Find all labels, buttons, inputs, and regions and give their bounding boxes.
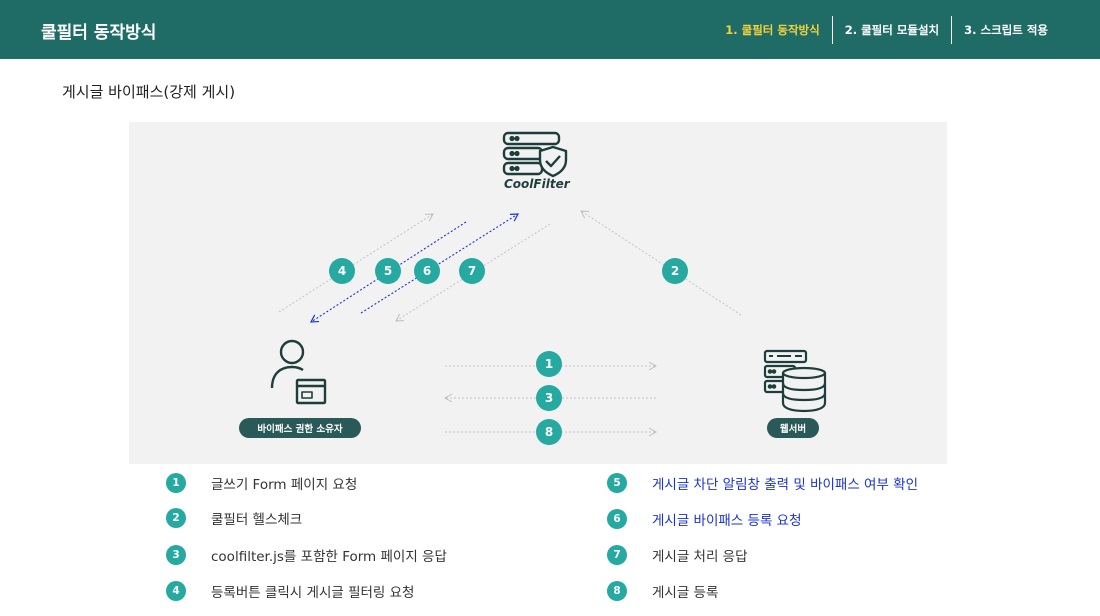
- legend-text: 등록버튼 클릭시 게시글 필터링 요청: [211, 585, 415, 601]
- coolfilter-server-icon: [502, 131, 568, 178]
- legend-item-2: 2 쿨필터 헬스체크: [166, 507, 302, 529]
- legend-text: 게시글 차단 알림창 출력 및 바이패스 여부 확인: [652, 477, 919, 493]
- header-nav: 1. 쿨필터 동작방식 2. 쿨필터 모듈설치 3. 스크립트 적용: [713, 14, 1060, 46]
- legend-item-7: 7 게시글 처리 응답: [607, 544, 748, 566]
- legend-badge: 3: [166, 545, 186, 565]
- step-badge-4: 4: [329, 258, 355, 284]
- arrow-4: [278, 213, 434, 313]
- step-badge-1: 1: [536, 351, 562, 377]
- legend-badge: 2: [166, 508, 186, 528]
- header-bar: 쿨필터 동작방식 1. 쿨필터 동작방식 2. 쿨필터 모듈설치 3. 스크립트…: [0, 0, 1100, 59]
- nav-item-module-install[interactable]: 2. 쿨필터 모듈설치: [844, 23, 940, 37]
- arrow-2: [580, 210, 742, 316]
- step-badge-5: 5: [375, 258, 401, 284]
- legend-item-4: 4 등록버튼 클릭시 게시글 필터링 요청: [166, 580, 414, 602]
- legend-badge: 8: [607, 581, 627, 601]
- legend-text: 게시글 처리 응답: [652, 549, 748, 565]
- legend-text: coolfilter.js를 포함한 Form 페이지 응답: [211, 549, 447, 565]
- step-badge-8: 8: [536, 419, 562, 445]
- section-title: 게시글 바이패스(강제 게시): [62, 83, 236, 101]
- legend-text: 게시글 등록: [652, 585, 719, 601]
- arrow-6: [360, 213, 520, 314]
- step-badge-7: 7: [459, 258, 485, 284]
- legend-badge: 5: [607, 473, 627, 493]
- nav-item-operation[interactable]: 1. 쿨필터 동작방식: [725, 23, 820, 37]
- step-badge-3: 3: [536, 385, 562, 411]
- nav-separator: [831, 16, 833, 44]
- flow-diagram: CoolFilter 4 5 6 7 2 1 3 8 바이패스 권한 소유자 웹…: [129, 122, 947, 464]
- legend-badge: 4: [166, 581, 186, 601]
- legend-item-3: 3 coolfilter.js를 포함한 Form 페이지 응답: [166, 544, 447, 566]
- legend-item-1: 1 글쓰기 Form 페이지 요청: [166, 472, 357, 494]
- webserver-icon: [763, 349, 827, 413]
- user-icon: [270, 339, 327, 405]
- coolfilter-logo-text: CoolFilter: [504, 177, 570, 191]
- legend-item-8: 8 게시글 등록: [607, 580, 718, 602]
- step-badge-2: 2: [662, 258, 688, 284]
- nav-separator: [951, 16, 953, 44]
- legend-badge: 7: [607, 545, 627, 565]
- header-title: 쿨필터 동작방식: [41, 23, 157, 43]
- diagram-graphics: [270, 131, 827, 437]
- step-badge-6: 6: [414, 258, 440, 284]
- legend-badge: 6: [607, 509, 627, 529]
- user-role-label: 바이패스 권한 소유자: [239, 418, 361, 438]
- legend-badge: 1: [166, 473, 186, 493]
- legend-text: 글쓰기 Form 페이지 요청: [211, 477, 358, 493]
- legend-text: 쿨필터 헬스체크: [211, 512, 303, 528]
- legend-item-6: 6 게시글 바이패스 등록 요청: [607, 508, 802, 530]
- webserver-label: 웹서버: [767, 418, 819, 438]
- nav-item-script-apply[interactable]: 3. 스크립트 적용: [964, 23, 1048, 37]
- legend-text: 게시글 바이패스 등록 요청: [652, 513, 802, 529]
- legend-item-5: 5 게시글 차단 알림창 출력 및 바이패스 여부 확인: [607, 472, 918, 494]
